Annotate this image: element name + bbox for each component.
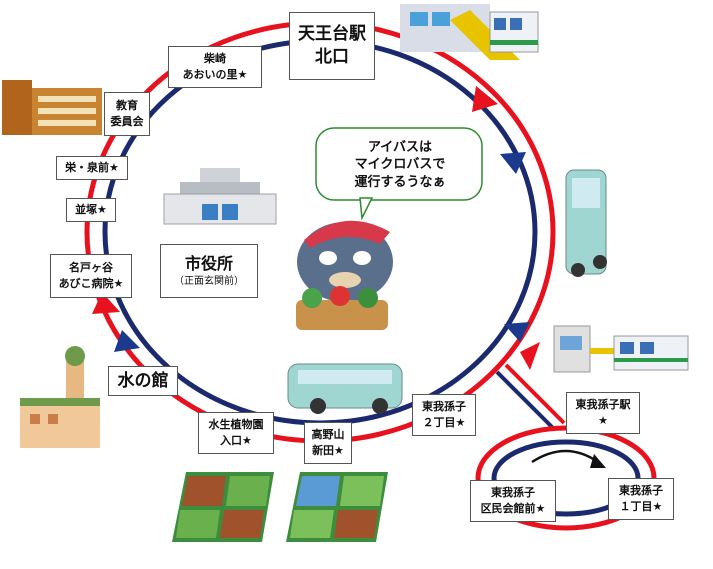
stop-higashi-1chome: 東我孫子 １丁目★	[608, 478, 674, 520]
stop-label: １丁目★	[619, 500, 663, 513]
speech-line: 運行するうなぁ	[354, 174, 446, 190]
arrow-icon	[500, 152, 526, 174]
stop-label: 東我孫子	[491, 486, 535, 500]
stop-label: 区民会館前★	[480, 502, 546, 515]
stop-nadogaya: 名戸ヶ谷 あびこ病院★	[50, 254, 132, 298]
arrow-icon	[520, 342, 540, 370]
stop-sakae: 栄・泉前★	[56, 156, 128, 180]
stop-kyoiku: 教育 委員会	[104, 92, 150, 136]
stop-label: 名戸ヶ谷	[69, 261, 113, 275]
arrow-icon	[92, 292, 120, 314]
tower-building-icon	[20, 346, 100, 448]
stop-higashi-2chome: 東我孫子 ２丁目★	[412, 394, 476, 436]
stop-label: 北口	[315, 47, 349, 67]
bus-icon	[565, 169, 607, 277]
train-station-icon	[553, 325, 689, 373]
bus-icon	[287, 363, 403, 414]
field-icon	[172, 472, 274, 542]
branch-connector	[495, 363, 566, 430]
stop-label: （正面玄関前）	[174, 276, 244, 288]
speech-line: アイバスは	[367, 139, 433, 155]
stop-label: 東我孫子駅	[575, 398, 631, 412]
stop-namizuka: 並塚★	[66, 198, 116, 222]
stop-label: 委員会	[110, 115, 144, 128]
stop-label: ２丁目★	[422, 416, 466, 429]
stop-label: 水生植物園	[208, 418, 264, 432]
city-hall-icon	[163, 168, 277, 225]
stop-label: 東我孫子	[619, 484, 663, 498]
mascot-icon	[296, 220, 393, 330]
train-station-icon	[400, 4, 539, 60]
speech-text: アイバスは マイクロバスで 運行するうなぁ	[320, 132, 480, 198]
stop-label: 入口★	[220, 434, 252, 447]
field-icon	[286, 472, 388, 542]
stop-label: 柴崎	[204, 52, 226, 66]
stop-label: 市役所	[184, 254, 233, 274]
stop-label: 東我孫子	[422, 400, 466, 414]
arrow-icon	[114, 330, 140, 352]
school-building-icon	[2, 80, 102, 135]
stop-mizunoyakata: 水の館	[108, 366, 178, 396]
stop-label: 高野山	[311, 428, 345, 442]
stop-kuminkaikan: 東我孫子 区民会館前★	[470, 480, 556, 522]
arrow-icon	[590, 454, 606, 468]
stop-label: 天王台駅	[298, 24, 366, 45]
speech-line: マイクロバスで	[354, 157, 446, 173]
stop-suisei: 水生植物園 入口★	[198, 412, 274, 454]
stop-label: 教育	[116, 99, 138, 113]
stop-shiyakusho: 市役所 （正面玄関前）	[160, 244, 258, 298]
stop-label: 新田★	[312, 444, 344, 457]
stop-label: 栄・泉前★	[65, 161, 119, 175]
stop-label: あびこ病院★	[58, 277, 124, 290]
stop-shibasaki: 柴崎 あおいの里★	[168, 46, 262, 88]
stop-takanoyama: 高野山 新田★	[304, 422, 352, 464]
stop-higashi-station: 東我孫子駅 ★	[566, 392, 640, 434]
stop-label: あおいの里★	[182, 68, 248, 81]
stop-label: ★	[598, 414, 608, 427]
stop-label: 水の館	[117, 370, 169, 391]
arrow-icon	[504, 322, 530, 342]
curve-arrow-icon	[531, 449, 599, 464]
stop-label: 並塚★	[75, 203, 107, 217]
stop-tennodai: 天王台駅 北口	[289, 12, 375, 80]
arrow-icon	[472, 86, 498, 112]
speech-bubble	[315, 127, 483, 221]
